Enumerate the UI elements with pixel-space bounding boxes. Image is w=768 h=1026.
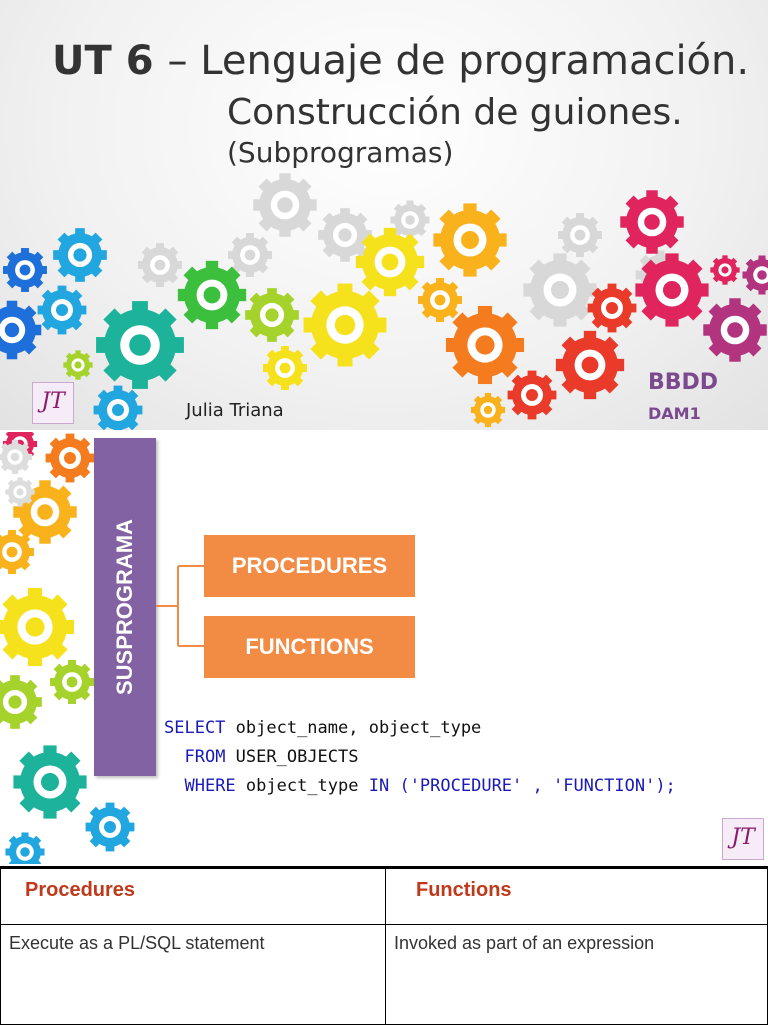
cell-functions: Invoked as part of an expression <box>386 925 768 1025</box>
gear-icon <box>46 434 95 483</box>
gear-icon <box>635 253 708 326</box>
title-line-3: (Subprogramas) <box>227 136 453 169</box>
procedures-box: PROCEDURES <box>204 535 415 597</box>
subprogram-slide: SUSPROGRAMA PROCEDURES FUNCTIONS SELECT … <box>0 432 768 864</box>
gear-icon <box>96 301 184 389</box>
vertical-label: SUSPROGRAMA <box>112 519 138 695</box>
gear-icon <box>304 284 387 367</box>
gear-icon <box>523 253 596 326</box>
gear-icon <box>178 261 246 329</box>
gear-icon <box>94 386 143 430</box>
unit-number: UT 6 <box>52 38 154 84</box>
gear-icon <box>558 213 602 257</box>
course-label: DAM1 <box>648 404 701 423</box>
gear-icon <box>253 173 316 236</box>
gear-icon <box>263 346 307 390</box>
gear-icon <box>38 286 87 335</box>
gear-icon <box>471 393 505 427</box>
gear-icon <box>556 331 624 399</box>
gear-icon <box>53 228 107 282</box>
gear-icon <box>710 255 739 284</box>
sql-code-block: SELECT object_name, object_type FROM USE… <box>164 714 676 801</box>
gear-icon <box>356 228 424 296</box>
vertical-label-bar: SUSPROGRAMA <box>94 438 156 776</box>
gear-icon <box>508 371 557 420</box>
gear-icon <box>742 255 768 294</box>
gear-icon <box>433 203 506 276</box>
gear-icon <box>245 288 299 342</box>
gear-icon <box>63 350 92 379</box>
author-name: Julia Triana <box>186 400 284 421</box>
jt-logo: JT <box>722 818 764 860</box>
gear-icon <box>0 530 34 574</box>
header-procedures: Procedures <box>1 869 386 925</box>
gear-icon <box>446 306 524 384</box>
gear-icon <box>86 803 135 852</box>
functions-box: FUNCTIONS <box>204 616 415 678</box>
jt-logo: JT <box>32 382 74 424</box>
gear-icon <box>5 832 44 864</box>
gear-icon <box>0 588 74 666</box>
gear-icon <box>50 660 94 704</box>
gear-icon <box>13 745 86 818</box>
title-text-1: Lenguaje de programación. <box>200 38 749 84</box>
subject-label: BBDD <box>648 370 718 395</box>
gear-icon <box>588 284 637 333</box>
gear-icon <box>0 301 41 360</box>
table-row: Execute as a PL/SQL statement Invoked as… <box>1 925 768 1025</box>
gear-icon <box>5 477 34 506</box>
header-functions: Functions <box>386 869 768 925</box>
comparison-table: Procedures Functions Execute as a PL/SQL… <box>0 866 768 1026</box>
title-line-2: Construcción de guiones. <box>227 92 683 133</box>
gear-icon <box>3 248 47 292</box>
cell-procedures: Execute as a PL/SQL statement <box>1 925 386 1025</box>
gear-icon <box>620 190 683 253</box>
gear-icon <box>138 243 182 287</box>
title-slide: UT 6– Lenguaje de programación. Construc… <box>0 0 768 430</box>
gear-icon <box>418 278 462 322</box>
table-header-row: Procedures Functions <box>1 869 768 925</box>
gear-icon <box>0 675 42 729</box>
gear-icon <box>390 200 429 239</box>
title-line-1: UT 6– Lenguaje de programación. <box>52 38 749 84</box>
gear-icon <box>703 298 766 361</box>
